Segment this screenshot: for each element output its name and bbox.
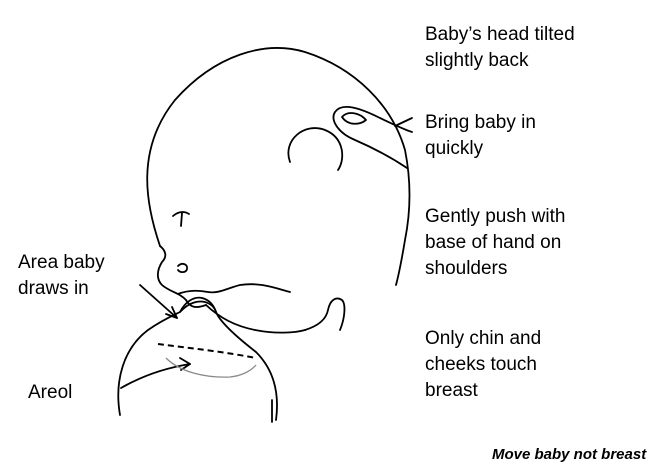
label-only-chin: Only chin and cheeks touch breast (425, 326, 541, 404)
label-line: cheeks touch (425, 352, 541, 378)
baby-eye (173, 212, 189, 226)
label-crop-mask (14, 302, 154, 316)
label-bring-in: Bring baby in quickly (425, 110, 536, 162)
baby-nostril (178, 264, 187, 272)
label-line: base of hand on (425, 230, 565, 256)
label-line: Area baby (18, 250, 105, 276)
mother-fingernail (342, 113, 366, 124)
label-line: quickly (425, 136, 536, 162)
label-line: Only chin and (425, 326, 541, 352)
label-head-tilted: Baby’s head tilted slightly back (425, 22, 575, 74)
label-line: Baby’s head tilted (425, 22, 575, 48)
label-line: Gently push with (425, 204, 565, 230)
label-line: breast (425, 378, 541, 404)
label-area-draws-in: Area baby draws in (18, 250, 105, 302)
label-line: shoulders (425, 256, 565, 282)
caption: Move baby not breast (492, 446, 646, 463)
label-line: Bring baby in (425, 110, 536, 136)
mother-finger-line (395, 118, 412, 126)
breast-outline (118, 302, 277, 420)
label-areola: Areol (28, 380, 72, 406)
baby-head-outline (147, 48, 409, 285)
areola-dashed-line (158, 344, 256, 358)
areola-curve (166, 358, 256, 377)
baby-neck (305, 298, 344, 330)
baby-ear (288, 128, 342, 170)
label-line: draws in (18, 276, 105, 302)
label-line: slightly back (425, 48, 575, 74)
baby-mouth (178, 284, 290, 294)
label-gently-push: Gently push with base of hand on shoulde… (425, 204, 565, 282)
